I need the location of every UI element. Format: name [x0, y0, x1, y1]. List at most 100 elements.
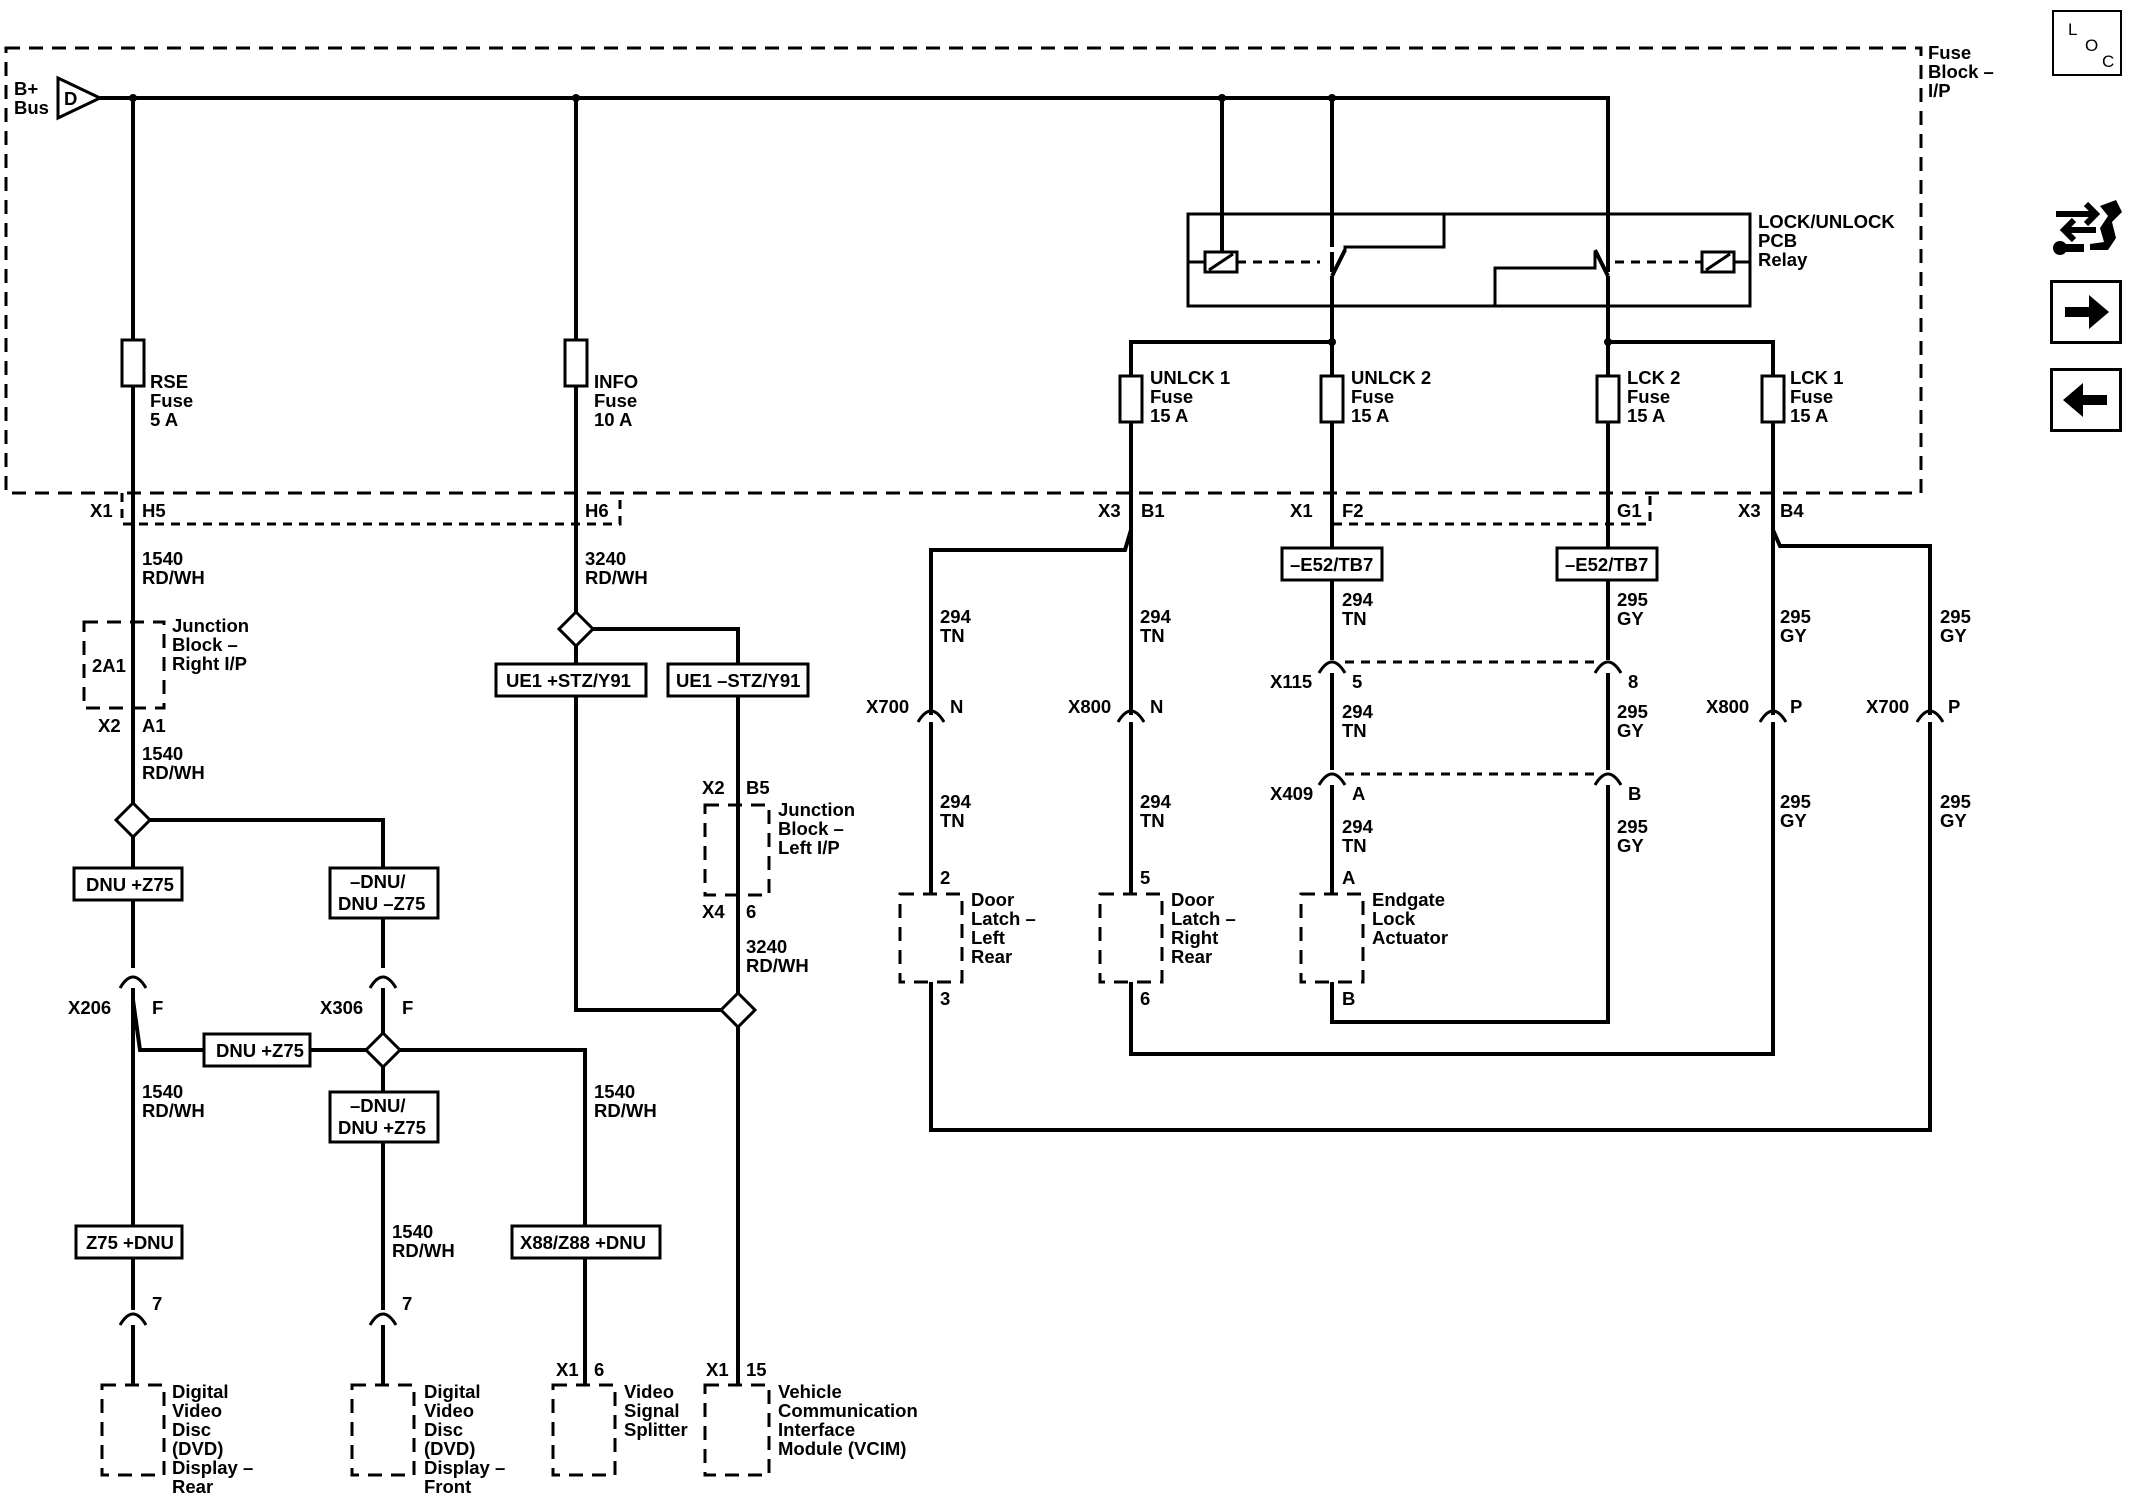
wire-color: GY: [1617, 835, 1644, 856]
wire-number: 294: [1140, 606, 1172, 627]
wire-color: GY: [1940, 810, 1967, 831]
rse-branch: [150, 818, 385, 868]
x206-pin: F: [152, 997, 163, 1018]
x2-label: X2: [98, 715, 121, 736]
x700b-pin: P: [1948, 696, 1960, 717]
component-locator-button[interactable]: L O C: [2052, 10, 2122, 76]
connector-x206: [118, 975, 148, 989]
rse-fuse-label-1: RSE: [150, 371, 188, 392]
x115-pin-1: 5: [1352, 671, 1362, 692]
lck2-label-3: 15 A: [1627, 405, 1665, 426]
dvd-front-label: Front: [424, 1476, 471, 1497]
wire-color: TN: [1342, 835, 1367, 856]
f2-label: F2: [1342, 500, 1364, 521]
wire-color: TN: [1342, 608, 1367, 629]
wire-number: 3240: [585, 548, 626, 569]
jb-left-label: Junction: [778, 799, 855, 820]
option-dnu-minus-plus: [328, 1090, 440, 1144]
endgate-label: Endgate: [1372, 889, 1445, 910]
pin-label: 7: [402, 1293, 412, 1314]
wire-color: RD/WH: [142, 762, 205, 783]
lck2-fuse: LCK 2 Fuse 15 A: [1595, 367, 1680, 426]
info-fuse-label-3: 10 A: [594, 409, 632, 430]
relay-label-1: LOCK/UNLOCK: [1758, 211, 1895, 232]
wire-number: 294: [1342, 589, 1374, 610]
x800a-pin: N: [1150, 696, 1163, 717]
option-text: X88/Z88 +DNU: [520, 1232, 646, 1253]
dvd-front-label: Disc: [424, 1419, 463, 1440]
dlr-label: Door: [1171, 889, 1214, 910]
pin-label: 7: [152, 1293, 162, 1314]
option-text: UE1 –STZ/Y91: [676, 670, 800, 691]
dvd-display-front: [350, 1383, 416, 1477]
x115-label: X115: [1270, 671, 1312, 692]
pin-label: 2: [940, 867, 950, 888]
x306-label: X306: [320, 997, 363, 1018]
coil-slash: [1208, 252, 1234, 272]
splitter-label: Signal: [624, 1400, 680, 1421]
endgate-label: Lock: [1372, 908, 1416, 929]
connector-x409-b: [1593, 772, 1623, 786]
wire-number: 295: [1617, 816, 1648, 837]
dlr-label: Right: [1171, 927, 1218, 948]
option-dnu-minus: [328, 866, 440, 920]
jb-left-label: Left I/P: [778, 837, 840, 858]
bus-label-1: B+: [14, 78, 38, 99]
connector-x800-n: [1116, 709, 1146, 723]
door-latch-right-rear: [1098, 892, 1164, 984]
wire-color: TN: [940, 810, 965, 831]
dvd-rear-label: Digital: [172, 1381, 229, 1402]
vcim-label: Vehicle: [778, 1381, 842, 1402]
x800b-pin: P: [1790, 696, 1802, 717]
wire-color: GY: [1780, 625, 1807, 646]
previous-page-button[interactable]: [2050, 368, 2122, 432]
lck1-label-1: LCK 1: [1790, 367, 1843, 388]
connector-x115-5: [1317, 660, 1347, 674]
x800a-label: X800: [1068, 696, 1111, 717]
next-page-button[interactable]: [2050, 280, 2122, 344]
pin-label: 3: [940, 988, 950, 1009]
vcim-label: Interface: [778, 1419, 855, 1440]
splice-dot: [1328, 338, 1336, 346]
b4-label: B4: [1780, 500, 1804, 521]
wire-color: RD/WH: [746, 955, 809, 976]
option-text: UE1 +STZ/Y91: [506, 670, 631, 691]
connector-x700-p: [1915, 709, 1945, 723]
info-fuse-label-2: Fuse: [594, 390, 637, 411]
wire-number: 1540: [142, 548, 183, 569]
wire-number: 295: [1780, 791, 1811, 812]
b1-label: B1: [1141, 500, 1165, 521]
vss-conn-label: X1: [556, 1359, 579, 1380]
dvd-rear-label: (DVD): [172, 1438, 223, 1459]
option-dnu-plus-z75: [72, 866, 184, 902]
wire-number: 294: [1140, 791, 1172, 812]
connector-dvd-rear: [118, 1312, 148, 1326]
wire-color: GY: [1617, 608, 1644, 629]
dll-label: Latch –: [971, 908, 1036, 929]
splice-diamond: [113, 800, 153, 840]
dvd-front-label: (DVD): [424, 1438, 475, 1459]
tools-icon[interactable]: [2050, 192, 2124, 262]
bus-line: [100, 96, 1610, 225]
splitter-label: Splitter: [624, 1419, 688, 1440]
unlock-bus: [1129, 340, 1334, 376]
info-branch: [593, 627, 740, 664]
rse-cross-wire: [131, 999, 204, 1052]
arrow-left-icon: [2063, 383, 2107, 417]
lck2-wire: [1330, 785, 1610, 1024]
connector-x409-a: [1317, 772, 1347, 786]
loc-letter-c: C: [2102, 52, 2115, 71]
lck1-fuse: LCK 1 Fuse 15 A: [1760, 367, 1843, 426]
splice-diamond: [363, 1030, 403, 1070]
jb-right-label-2: Block –: [172, 634, 238, 655]
wire-color: GY: [1940, 625, 1967, 646]
dlr-label: Rear: [1171, 946, 1212, 967]
junction-block-right: [82, 620, 166, 710]
dvd-front-label: Video: [424, 1400, 474, 1421]
wire-color: RD/WH: [585, 567, 648, 588]
wire-color: GY: [1780, 810, 1807, 831]
vcim-label: Module (VCIM): [778, 1438, 906, 1459]
unlck1-label-3: 15 A: [1150, 405, 1188, 426]
x1-connector-right: [1330, 493, 1652, 526]
connector-dvd-front: [368, 1312, 398, 1326]
